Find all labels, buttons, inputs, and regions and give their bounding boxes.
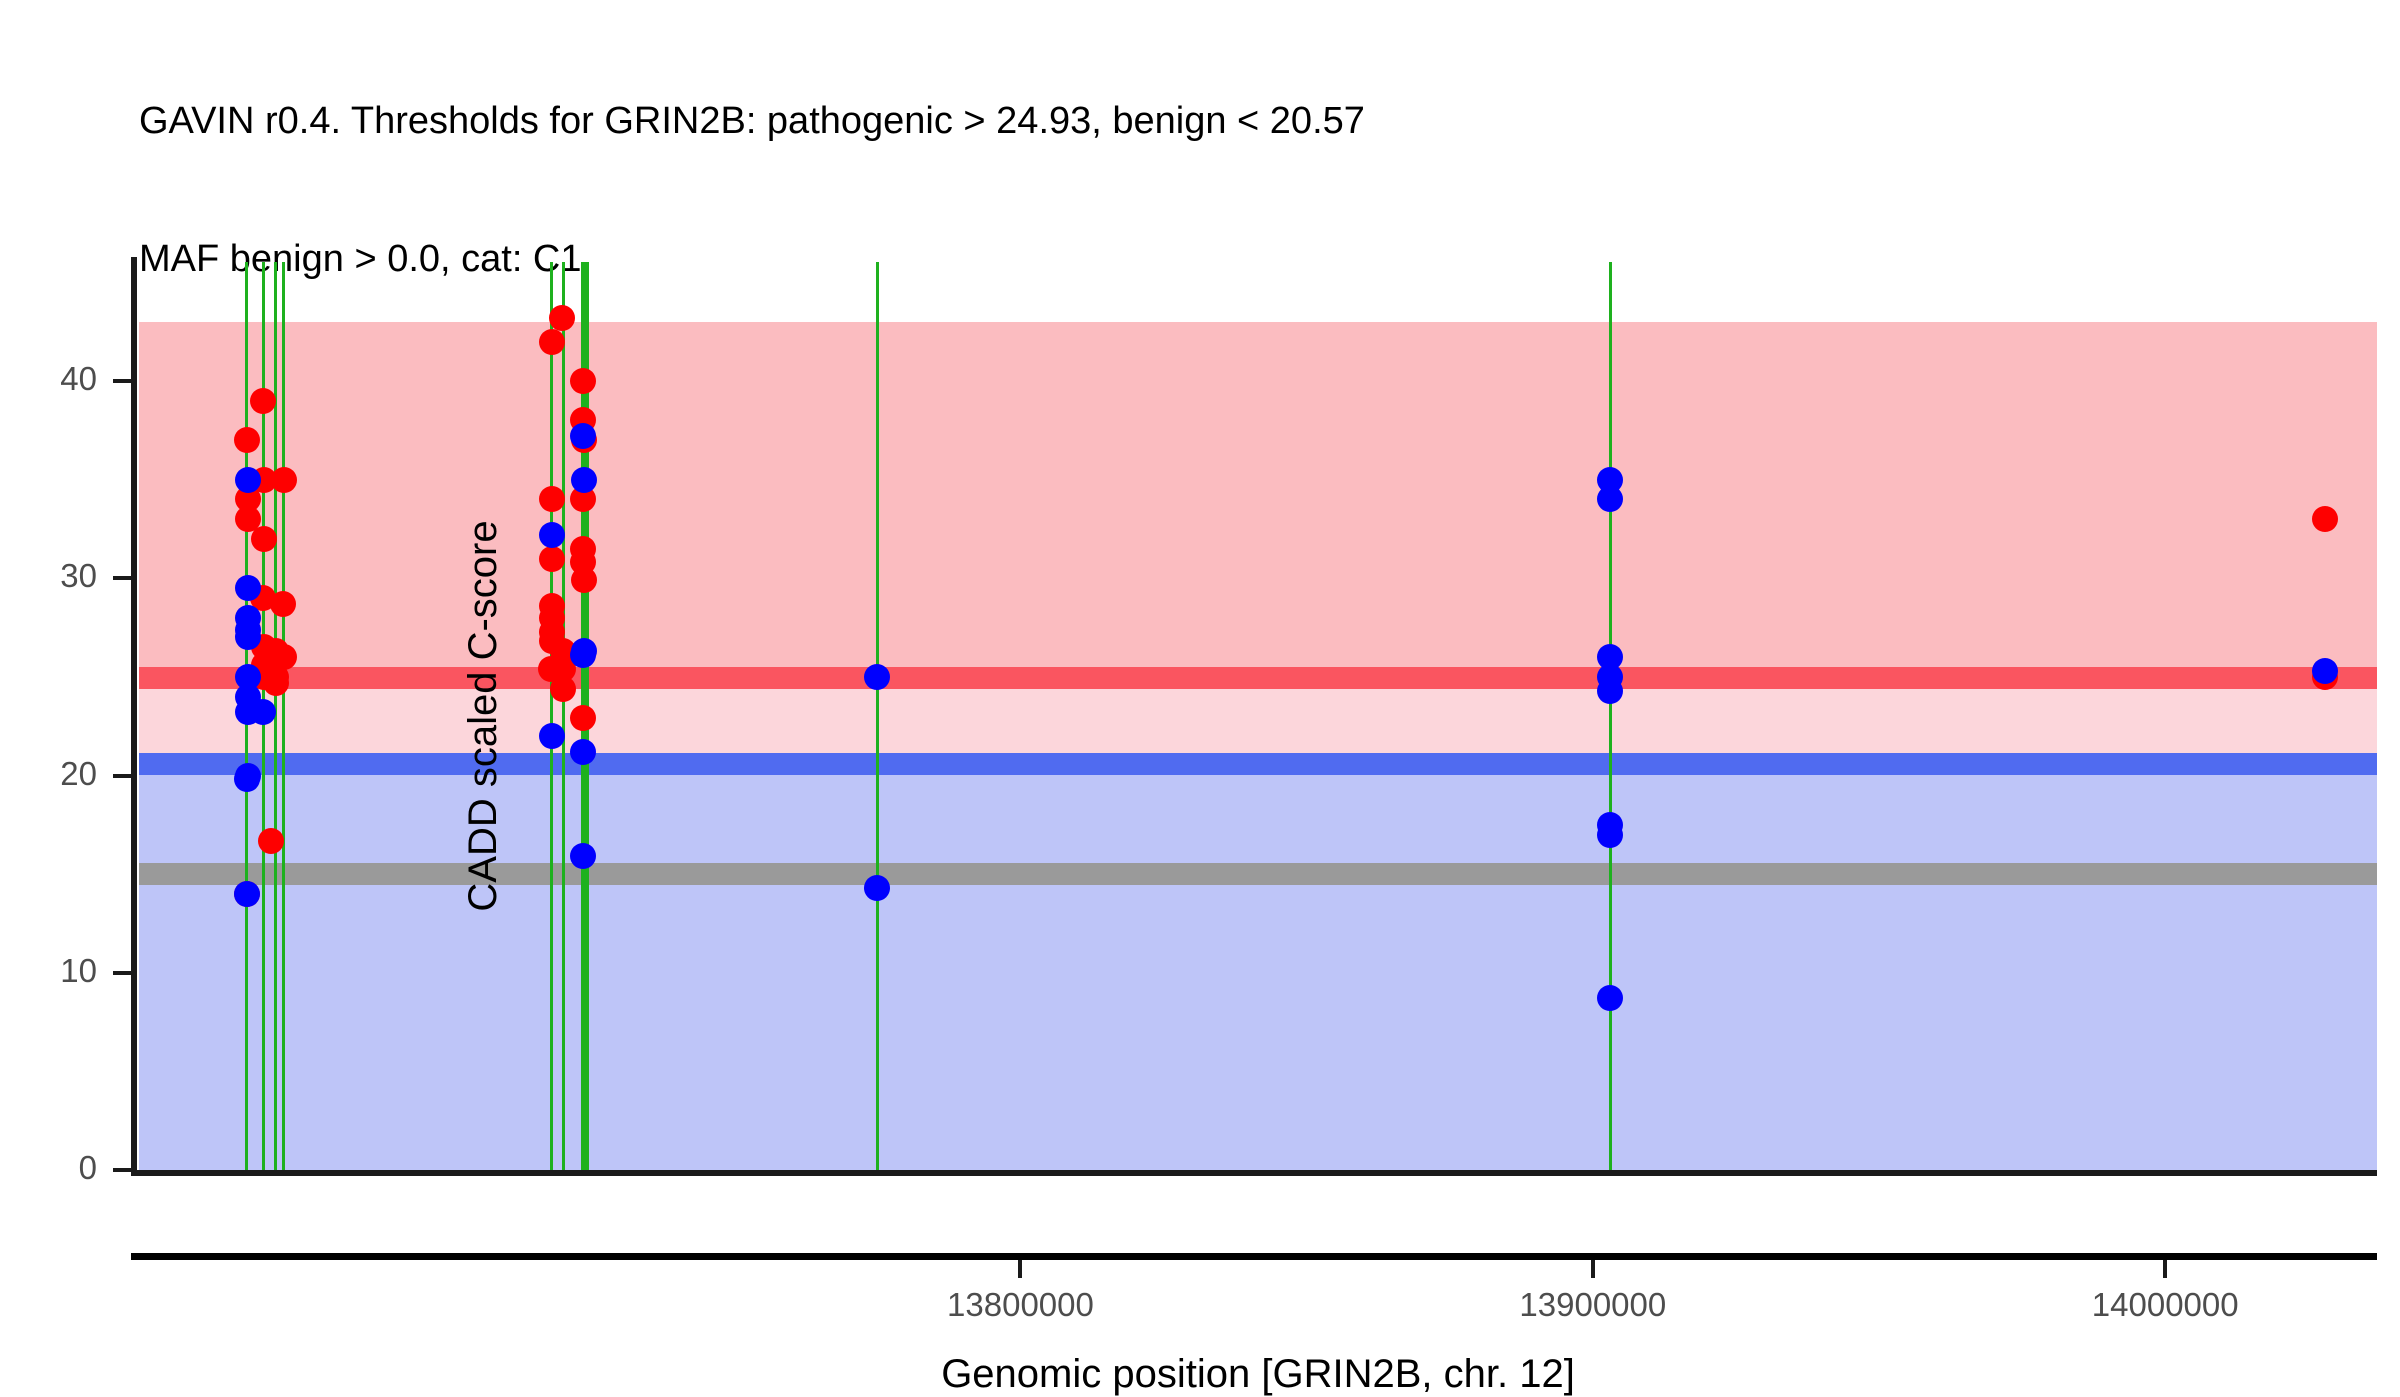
gnomad-variant-point (235, 466, 262, 493)
ambiguous-region-band (139, 678, 2377, 765)
gnomad-variant-point (1597, 486, 1623, 513)
x-axis-title: Genomic position [GRIN2B, chr. 12] (941, 1352, 1575, 1396)
y-tick-label: 0 (78, 1149, 97, 1186)
gnomad-variant-point (538, 521, 565, 548)
chart-root: GAVIN r0.4. Thresholds for GRIN2B: patho… (60, 100, 2377, 1396)
gnomad-variant-point (234, 575, 261, 602)
gnomad-variant-point (2312, 657, 2339, 684)
x-tick (2163, 1260, 2168, 1278)
pathogenic-threshold-line (139, 667, 2377, 690)
gnomad-variant-point (234, 766, 261, 793)
gnomad-variant-point (538, 723, 565, 750)
y-axis-line (131, 257, 137, 1175)
gnomad-variant-point (233, 880, 260, 907)
clinvar-variant-point (538, 545, 565, 572)
y-tick-label: 40 (60, 360, 97, 397)
exon-line (1608, 262, 1612, 1170)
clinvar-variant-point (538, 328, 565, 355)
clinvar-variant-point (549, 675, 576, 702)
x-axis-line (131, 1253, 2377, 1260)
plot-area: 0 10 20 30 40 13800000 13900000 14000000 CADD … (60, 257, 2377, 1396)
y-tick (113, 1168, 133, 1172)
x-tick (1590, 1260, 1595, 1278)
gnomad-variant-point (250, 699, 277, 726)
x-tick-label: 14000000 (2091, 1286, 2239, 1323)
gnomad-variant-point (864, 874, 891, 901)
clinvar-variant-point (548, 304, 575, 331)
plot-bottom-line (131, 1170, 2377, 1176)
y-tick (113, 970, 133, 975)
gnomad-variant-point (1597, 677, 1623, 704)
clinvar-variant-point (569, 705, 596, 732)
exon-line (561, 262, 565, 1170)
gnomad-variant-point (235, 624, 262, 651)
gnomad-variant-point (569, 642, 596, 669)
clinvar-variant-point (271, 466, 298, 493)
plot-panel (139, 262, 2377, 1170)
pathogenic-region-band (139, 321, 2377, 679)
clinvar-variant-point (570, 368, 597, 394)
y-tick (113, 773, 133, 778)
clinvar-variant-point (257, 827, 284, 854)
title-line-1: GAVIN r0.4. Thresholds for GRIN2B: patho… (139, 100, 1365, 142)
y-tick-label: 20 (60, 754, 97, 792)
exon-line (281, 262, 285, 1170)
clinvar-variant-point (263, 669, 290, 696)
clinvar-variant-point (250, 525, 277, 552)
y-axis-title: CADD scaled C-score (460, 520, 505, 912)
clinvar-variant-point (250, 387, 277, 414)
y-tick (113, 576, 133, 581)
x-tick (1018, 1260, 1023, 1278)
clinvar-variant-point (538, 486, 565, 513)
benign-region-band (139, 764, 2377, 1170)
y-tick-label: 10 (60, 951, 97, 989)
gnomad-variant-point (864, 663, 891, 690)
gnomad-variant-point (570, 466, 597, 493)
y-tick (113, 379, 133, 383)
x-tick-label: 13900000 (1519, 1286, 1667, 1323)
gnomad-variant-point (1597, 821, 1623, 848)
gnomad-variant-point (1597, 985, 1623, 1012)
gnomad-variant-point (569, 738, 596, 765)
exon-line (274, 262, 278, 1170)
clinvar-variant-point (234, 427, 261, 454)
clinvar-variant-point (570, 567, 597, 594)
exon-line (549, 262, 553, 1170)
gnomad-variant-point (570, 423, 597, 450)
gnomad-variant-point (570, 843, 597, 870)
clinvar-variant-point (2312, 506, 2339, 533)
x-tick-label: 13800000 (947, 1286, 1094, 1323)
exon-line (875, 262, 879, 1170)
y-tick-label: 30 (60, 557, 97, 595)
title-line-2: MAF benign > 0.0, cat: C1 (139, 238, 582, 280)
clinvar-variant-point (270, 590, 297, 617)
fallback-threshold-line (139, 863, 2377, 886)
benign-threshold-line (139, 753, 2377, 776)
